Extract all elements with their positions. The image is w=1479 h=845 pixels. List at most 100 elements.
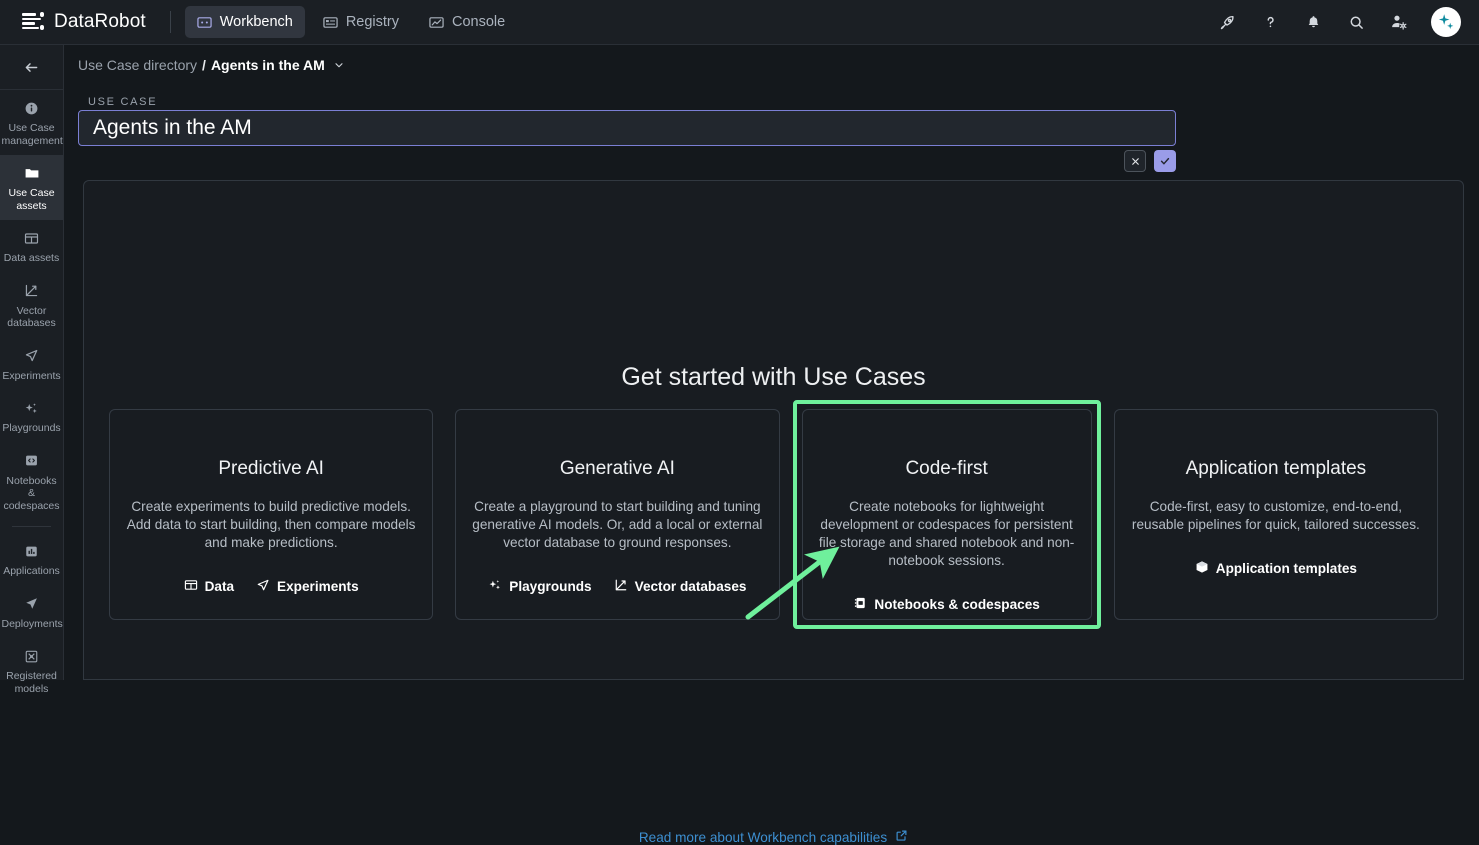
card-link-vector-databases[interactable]: Vector databases — [614, 578, 747, 595]
card-title: Predictive AI — [218, 458, 324, 479]
tab-registry[interactable]: Registry — [311, 6, 411, 38]
folder-icon — [24, 164, 40, 182]
card-link-experiments[interactable]: Experiments — [256, 578, 359, 595]
notifications-icon[interactable] — [1302, 11, 1324, 33]
sidebar-item-applications[interactable]: Applications — [0, 533, 63, 586]
card-title: Generative AI — [559, 458, 675, 479]
brand-logo[interactable]: DataRobot — [22, 11, 146, 33]
sidebar-item-label: Use Case assets — [8, 187, 55, 212]
rocket-icon[interactable] — [1216, 11, 1238, 33]
card-links: Application templates — [1195, 560, 1357, 577]
sidebar-item-label: Use Case management — [1, 122, 63, 147]
card-link-playgrounds[interactable]: Playgrounds — [488, 578, 592, 595]
sidebar-item-label: Data assets — [3, 252, 60, 264]
table-icon — [184, 578, 198, 595]
card-predictive-ai[interactable]: Predictive AI Create experiments to buil… — [109, 409, 434, 620]
breadcrumb: Use Case directory / Agents in the AM — [78, 57, 345, 73]
breadcrumb-separator: / — [202, 57, 206, 73]
sidebar-item-use-case-assets[interactable]: Use Case assets — [0, 155, 63, 220]
name-edit-actions — [1124, 150, 1176, 172]
playgrounds-icon — [24, 399, 39, 417]
card-link-data[interactable]: Data — [184, 578, 234, 595]
card-code-first[interactable]: Code-first Create notebooks for lightwei… — [801, 409, 1092, 620]
deployments-icon — [24, 595, 39, 613]
breadcrumb-root[interactable]: Use Case directory — [78, 57, 198, 73]
card-link-notebooks-codespaces[interactable]: Notebooks & codespaces — [853, 596, 1040, 613]
datarobot-logo-icon — [22, 12, 44, 32]
card-links: Notebooks & codespaces — [853, 596, 1040, 613]
card-links: Playgrounds Vector databases — [488, 578, 746, 595]
confirm-button[interactable] — [1154, 150, 1176, 172]
tab-console-label: Console — [452, 14, 506, 30]
main-nav-tabs: Workbench Registry Console — [184, 6, 517, 38]
help-icon[interactable] — [1259, 11, 1281, 33]
sidebar-item-registered-models[interactable]: Registered models — [0, 638, 63, 703]
card-code-first-wrapper: Code-first Create notebooks for lightwei… — [745, 400, 1101, 629]
card-title: Application templates — [1185, 458, 1367, 479]
sidebar-item-label: Playgrounds — [2, 422, 61, 434]
header-divider — [169, 11, 171, 33]
tab-console[interactable]: Console — [417, 6, 517, 38]
avatar[interactable] — [1431, 7, 1461, 37]
sidebar-item-playgrounds[interactable]: Playgrounds — [0, 390, 63, 443]
sidebar-item-label: Vector databases — [7, 304, 56, 330]
card-description: Create notebooks for lightweight develop… — [818, 499, 1075, 568]
card-description: Create experiments to build predictive m… — [126, 499, 416, 550]
experiments-icon — [24, 347, 39, 365]
card-description: Code-first, easy to customize, end-to-en… — [1131, 499, 1420, 532]
registry-icon — [323, 15, 338, 30]
registered-models-icon — [24, 647, 39, 665]
playgrounds-icon — [488, 578, 502, 595]
use-case-assets-panel: Get started with Use Cases Predictive AI… — [83, 180, 1464, 845]
sidebar-back-button[interactable] — [0, 45, 63, 90]
table-icon — [24, 229, 39, 247]
search-icon[interactable] — [1345, 11, 1367, 33]
experiments-icon — [256, 578, 270, 595]
get-started-cards: Predictive AI Create experiments to buil… — [109, 400, 1438, 629]
package-icon — [1195, 560, 1209, 577]
chevron-down-icon[interactable] — [333, 59, 345, 71]
console-icon — [429, 15, 444, 30]
card-link-application-templates[interactable]: Application templates — [1195, 560, 1357, 577]
vector-db-icon — [24, 282, 39, 300]
card-title: Code-first — [905, 458, 988, 479]
left-sidebar: Use Case management Use Case assets Data… — [0, 45, 64, 695]
user-settings-icon[interactable] — [1388, 11, 1410, 33]
code-icon — [24, 452, 39, 470]
card-links: Data Experiments — [184, 578, 359, 595]
top-bar-actions — [1216, 7, 1461, 37]
info-icon — [24, 99, 39, 117]
card-link-label: Notebooks & codespaces — [874, 597, 1040, 612]
tab-workbench[interactable]: Workbench — [184, 6, 305, 38]
tab-workbench-label: Workbench — [219, 14, 293, 30]
sidebar-item-notebooks-codespaces[interactable]: Notebooks & codespaces — [0, 443, 63, 521]
sidebar-item-label: Registered models — [6, 670, 57, 695]
sidebar-item-label: Notebooks & codespaces — [3, 474, 60, 512]
card-link-label: Playgrounds — [509, 579, 592, 594]
sidebar-item-label: Applications — [3, 565, 60, 577]
card-link-label: Data — [204, 579, 235, 594]
breadcrumb-current: Agents in the AM — [210, 57, 325, 73]
card-link-label: Application templates — [1215, 561, 1357, 576]
sidebar-item-label: Experiments — [2, 369, 61, 382]
workbench-icon — [197, 15, 212, 30]
sidebar-item-label: Deployments — [1, 617, 63, 630]
use-case-field-label: USE CASE — [88, 96, 158, 108]
card-link-label: Experiments — [277, 579, 359, 594]
sidebar-item-data-assets[interactable]: Data assets — [0, 220, 63, 273]
card-link-label: Vector databases — [634, 579, 747, 594]
card-description: Create a playground to start building an… — [472, 499, 763, 550]
card-generative-ai[interactable]: Generative AI Create a playground to sta… — [455, 409, 780, 620]
sidebar-item-deployments[interactable]: Deployments — [0, 586, 63, 639]
sidebar-item-experiments[interactable]: Experiments — [0, 338, 63, 391]
external-link-icon — [895, 829, 908, 845]
vector-db-icon — [614, 578, 628, 595]
sidebar-item-vector-databases[interactable]: Vector databases — [0, 273, 63, 338]
page-title: Get started with Use Cases — [621, 363, 926, 391]
card-application-templates[interactable]: Application templates Code-first, easy t… — [1113, 409, 1438, 620]
sidebar-item-use-case-management[interactable]: Use Case management — [0, 90, 63, 155]
cancel-button[interactable] — [1124, 150, 1146, 172]
brand-name: DataRobot — [54, 11, 146, 32]
use-case-name-input[interactable] — [78, 110, 1176, 146]
workbench-capabilities-link[interactable]: Read more about Workbench capabilities — [84, 829, 1463, 845]
